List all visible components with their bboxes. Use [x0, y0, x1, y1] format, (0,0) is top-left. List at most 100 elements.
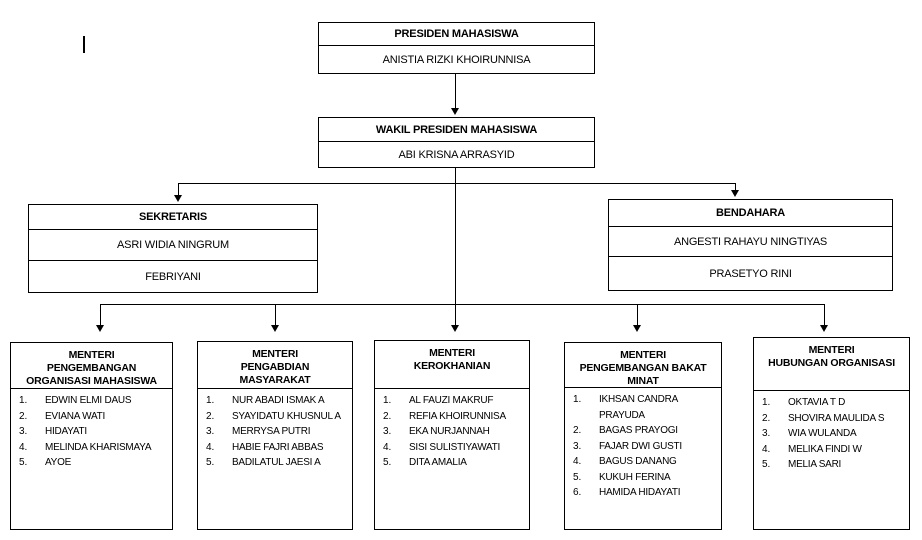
ministry-title: MENTERI KEROKHANIAN — [375, 341, 529, 389]
member-name: MERRYSA PUTRI — [232, 426, 311, 437]
ministry-title-line: MENTERI — [68, 349, 115, 361]
member-name: MELIA SARI — [788, 459, 842, 470]
ministry-box-hubungan-organisasi[interactable]: MENTERI HUBUNGAN ORGANISASI 1.OKTAVIA T … — [753, 337, 910, 530]
member-number: 1. — [19, 395, 28, 406]
connector-center-trunk — [455, 183, 456, 304]
member-item: 5. KUKUH FERINA — [573, 470, 719, 486]
member-item: 1. AL FAUZI MAKRUF — [383, 393, 527, 409]
member-number: 1. — [573, 394, 582, 405]
member-item: 6. HAMIDA HIDAYATI — [573, 485, 719, 501]
member-name: HIDAYATI — [45, 426, 87, 437]
member-name: AL FAUZI MAKRUF — [409, 395, 494, 406]
president-title: PRESIDEN MAHASISWA — [319, 23, 594, 46]
ministry-member-list: 1.IKHSAN CANDRA PRAYUDA 2.BAGAS PRAYOGI … — [565, 388, 721, 501]
ministry-title-line: MASYARAKAT — [239, 374, 311, 386]
member-item: 4.HABIE FAJRI ABBAS — [206, 440, 350, 456]
arrow-down-icon — [174, 195, 182, 202]
connector-president-wakil — [455, 74, 456, 108]
bendahara-title: BENDAHARA — [609, 200, 892, 227]
connector-to-ministry-3 — [455, 304, 456, 325]
member-number: 1. — [383, 395, 392, 406]
member-item: 1.OKTAVIA T D — [762, 395, 907, 411]
member-item: 3. FAJAR DWI GUSTI — [573, 439, 719, 455]
member-name: FAJAR DWI GUSTI — [599, 440, 682, 452]
ministry-title-line: MENTERI — [808, 344, 855, 356]
arrow-down-icon — [451, 325, 459, 332]
member-item: 4.MELIKA FINDI W — [762, 442, 907, 458]
connector-to-ministry-2 — [275, 304, 276, 325]
ministry-title-line: PENGEMBANGAN BAKAT — [579, 362, 707, 374]
ministry-box-pengembangan-organisasi-mahasiswa[interactable]: MENTERI PENGEMBANGAN ORGANISASI MAHASISW… — [10, 342, 173, 530]
member-number: 5. — [573, 471, 582, 483]
ministry-title: MENTERI HUBUNGAN ORGANISASI — [754, 338, 909, 391]
member-number: 1. — [762, 397, 771, 408]
arrow-down-icon — [96, 325, 104, 332]
member-name: BAGUS DANANG — [599, 456, 677, 467]
connector-to-sekretaris — [178, 183, 179, 195]
member-item: 5. MELIA SARI — [762, 457, 907, 473]
member-name: KUKUH FERINA — [599, 471, 671, 483]
member-number: 6. — [573, 487, 582, 498]
member-item: 4.BAGUS DANANG — [573, 454, 719, 470]
member-number: 5. — [19, 457, 28, 468]
vice-president-name: ABI KRISNA ARRASYID — [398, 148, 515, 161]
text-cursor — [83, 36, 85, 53]
member-name: DITA AMALIA — [409, 457, 467, 468]
member-name: BADILATUL JAESI A — [232, 457, 321, 468]
bendahara-member-1: ANGESTI RAHAYU NINGTIYAS — [609, 227, 892, 257]
member-number: 3. — [383, 426, 392, 437]
member-item: 5.AYOE — [19, 455, 170, 471]
member-number: 4. — [19, 441, 28, 453]
ministry-box-pengembangan-bakat-minat[interactable]: MENTERI PENGEMBANGAN BAKAT MINAT 1.IKHSA… — [564, 342, 722, 530]
member-name: MELINDA KHARISMAYA — [45, 441, 152, 453]
member-number: 3. — [573, 440, 582, 452]
ministry-member-list: 1.OKTAVIA T D 2.SHOVIRA MAULIDA S 3.WIA … — [754, 391, 909, 473]
member-name: REFIA KHOIRUNNISA — [409, 410, 506, 422]
connector-level2-rail — [178, 183, 736, 184]
ministry-box-pengabdian-masyarakat[interactable]: MENTERI PENGABDIAN MASYARAKAT 1.NUR ABAD… — [197, 341, 353, 530]
member-item: 2. SYAYIDATU KHUSNUL A — [206, 409, 350, 425]
member-name: MELIKA FINDI W — [788, 443, 862, 455]
ministry-title-line: PENGABDIAN — [240, 361, 310, 373]
ministry-member-list: 1.NUR ABADI ISMAK A 2.SYAYIDATU KHUSNUL … — [198, 389, 352, 471]
member-number: 4. — [206, 441, 215, 453]
member-item: 4.SISI SULISTIYAWATI — [383, 440, 527, 456]
bendahara-member-2: PRASETYO RINI — [709, 267, 792, 280]
ministry-title-line: MINAT — [627, 375, 659, 387]
ministry-title: MENTERI PENGABDIAN MASYARAKAT — [198, 342, 352, 389]
ministry-title-line: MENTERI — [620, 349, 666, 361]
sekretaris-member-1: ASRI WIDIA NINGRUM — [29, 230, 317, 261]
ministry-title-line: MENTERI — [252, 348, 298, 360]
member-name: EKA NURJANNAH — [409, 426, 490, 437]
member-name: NUR ABADI ISMAK A — [232, 395, 325, 406]
member-number: 3. — [762, 428, 771, 439]
ministry-title-line: PENGEMBANGAN — [46, 362, 137, 374]
ministry-box-kerokhanian[interactable]: MENTERI KEROKHANIAN 1. AL FAUZI MAKRUF 2.… — [374, 340, 530, 530]
member-number: 3. — [206, 426, 215, 437]
vice-president-box[interactable]: WAKIL PRESIDEN MAHASISWA ABI KRISNA ARRA… — [318, 117, 595, 168]
sekretaris-box[interactable]: SEKRETARIS ASRI WIDIA NINGRUM FEBRIYANI — [28, 204, 318, 293]
member-number: 2. — [206, 410, 215, 422]
member-item: 5. DITA AMALIA — [383, 455, 527, 471]
member-item: 2. REFIA KHOIRUNNISA — [383, 409, 527, 425]
member-number: 2. — [762, 412, 771, 424]
member-number: 3. — [19, 426, 28, 437]
bendahara-box[interactable]: BENDAHARA ANGESTI RAHAYU NINGTIYAS PRASE… — [608, 199, 893, 291]
member-number: 5. — [762, 459, 771, 470]
arrow-down-icon — [633, 325, 641, 332]
ministry-title: MENTERI PENGEMBANGAN BAKAT MINAT — [565, 343, 721, 388]
ministry-member-list: 1. AL FAUZI MAKRUF 2. REFIA KHOIRUNNISA 3.… — [375, 389, 529, 471]
member-number: 4. — [383, 441, 392, 453]
member-number: 5. — [383, 457, 392, 468]
member-name: SHOVIRA MAULIDA S — [788, 412, 885, 424]
member-item: 3. MERRYSA PUTRI — [206, 424, 350, 440]
connector-to-ministry-1 — [100, 304, 101, 325]
member-number: 2. — [383, 410, 392, 422]
member-name: HAMIDA HIDAYATI — [599, 487, 681, 498]
president-box[interactable]: PRESIDEN MAHASISWA ANISTIA RIZKI KHOIRUN… — [318, 22, 595, 74]
connector-wakil-stub — [455, 168, 456, 184]
member-name: SYAYIDATU KHUSNUL A — [232, 410, 341, 422]
connector-to-ministry-5 — [824, 304, 825, 325]
vice-president-title: WAKIL PRESIDEN MAHASISWA — [319, 118, 594, 142]
